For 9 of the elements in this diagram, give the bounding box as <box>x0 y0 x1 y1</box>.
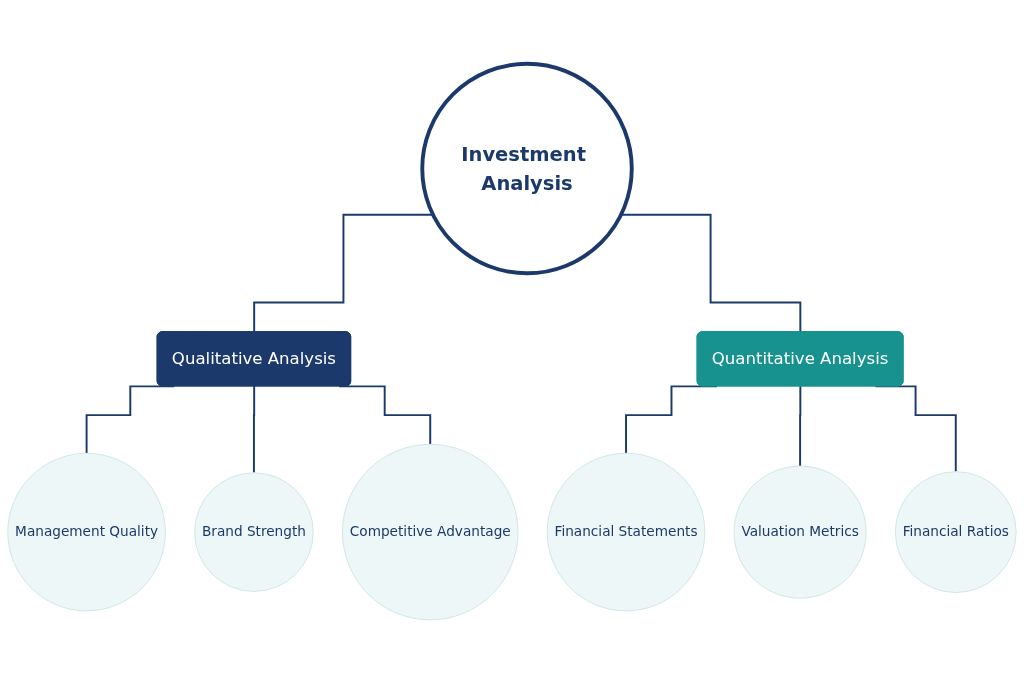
connector <box>252 385 256 474</box>
node-circle: Investment Analysis <box>420 61 634 275</box>
node-circle: Financial Ratios <box>894 470 1017 593</box>
node-circle: Brand Strength <box>194 471 314 592</box>
connector <box>799 385 802 467</box>
node-circle: Management Quality <box>7 452 166 612</box>
node-circle: Valuation Metrics <box>733 465 867 599</box>
node-circle: Financial Statements <box>546 452 706 612</box>
node-circle: Competitive Advantage <box>342 443 519 620</box>
